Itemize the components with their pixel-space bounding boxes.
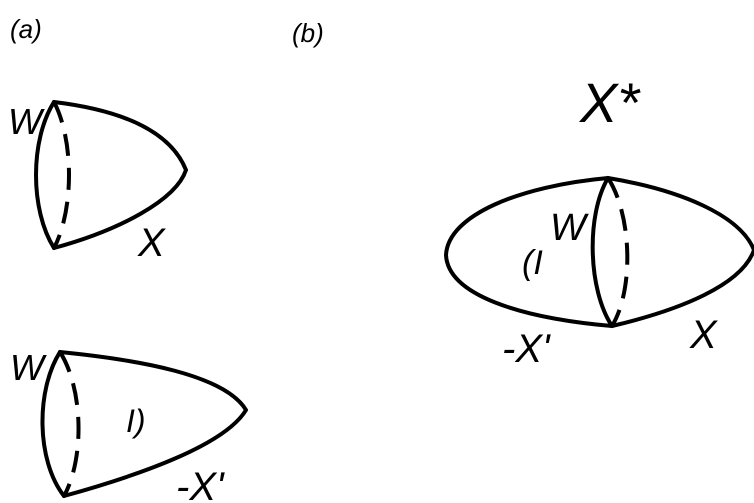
bottom-shape-outline	[58, 350, 248, 498]
right-lobe-outline	[606, 176, 754, 328]
bottom-shape-x-prime-label: -X'	[176, 465, 225, 503]
panel-b-left-label: -X'	[502, 327, 551, 371]
bottom-shape-boundary-back	[58, 350, 81, 497]
top-shape-boundary-back	[52, 101, 71, 249]
panel-b-right-label: X	[689, 313, 718, 357]
panel-a-bottom-shape: W -X' I)	[10, 347, 248, 503]
panel-b-double-shape: X* W (I -X' X	[444, 71, 754, 371]
panel-a-top-shape: W X	[8, 100, 188, 265]
panel-b-orientation-mark: (I	[522, 244, 543, 282]
panel-b-title: X*	[578, 71, 641, 134]
bottom-shape-boundary-front	[40, 350, 66, 498]
glue-boundary-back	[606, 176, 630, 328]
glue-boundary-front	[590, 176, 614, 328]
top-shape-x-label: X	[137, 221, 166, 265]
top-shape-boundary-front	[34, 100, 56, 250]
panel-b-label: (b)	[292, 18, 324, 48]
panel-a-label: (a)	[10, 14, 42, 44]
panel-b-w-label: W	[550, 207, 589, 249]
top-shape-w-label: W	[8, 101, 45, 142]
top-shape-outline	[52, 100, 188, 250]
bottom-shape-orientation-mark: I)	[126, 403, 146, 439]
left-lobe-outline	[444, 176, 614, 328]
bottom-shape-w-label: W	[10, 347, 47, 388]
